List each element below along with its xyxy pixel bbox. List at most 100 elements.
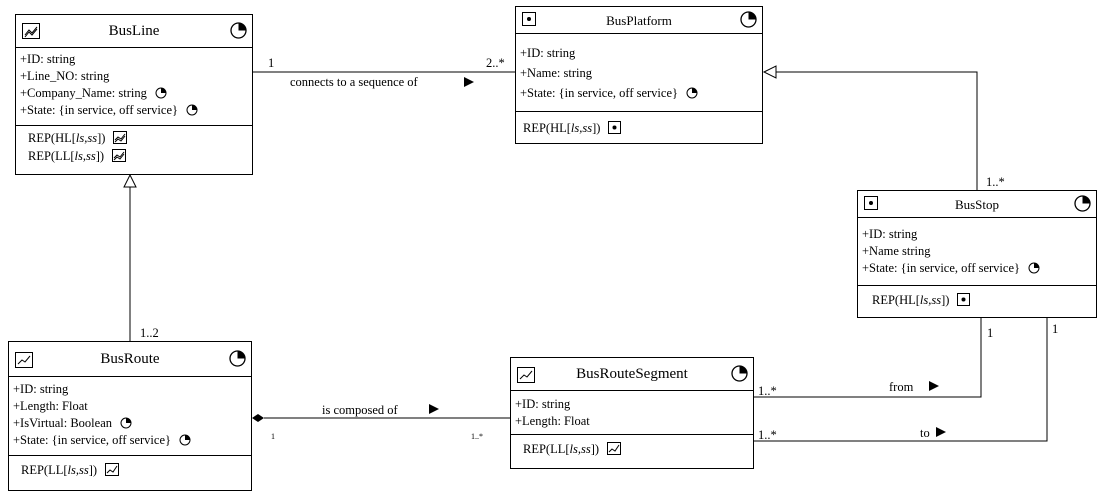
op-arg: ls,ss — [919, 293, 942, 307]
point-icon — [522, 12, 536, 26]
polyline-icon — [15, 352, 33, 368]
op-arg: ls,ss — [74, 149, 96, 163]
op-text: REP(LL[ — [21, 463, 68, 477]
op-arg: ls,ss — [569, 442, 591, 456]
op-text: REP(HL[ — [523, 121, 571, 135]
operations-section: REP(LL[ls,ss]) — [511, 435, 753, 458]
class-busplatform[interactable]: BusPlatform +ID: string +Name: string +S… — [515, 6, 763, 144]
time-icon — [686, 87, 698, 99]
operation: REP(LL[ls,ss]) — [13, 461, 251, 479]
attribute: +Line_NO: string — [20, 69, 110, 83]
attributes-section: +ID: string +Name: string +State: {in se… — [516, 34, 762, 112]
op-text: ]) — [97, 131, 106, 145]
polyline-icon — [607, 442, 622, 455]
time-icon — [120, 417, 132, 429]
multiplicity-label: 1..* — [758, 384, 777, 398]
class-busline[interactable]: BusLine +ID: string +Line_NO: string +Co… — [15, 14, 253, 175]
operation: REP(HL[ls,ss]) — [862, 291, 1096, 309]
time-icon — [230, 22, 247, 39]
direction-triangle — [929, 381, 939, 391]
association-from-line — [754, 317, 982, 398]
attribute-text: +IsVirtual: Boolean — [13, 416, 112, 430]
generalization-arrowhead — [123, 173, 137, 188]
polyline-icon — [517, 367, 535, 383]
attribute: +ID: string — [862, 227, 918, 241]
line-icon — [112, 149, 127, 162]
time-icon — [229, 350, 246, 367]
op-text: ]) — [95, 149, 105, 163]
op-text: ]) — [592, 121, 601, 135]
attribute: +State: {in service, off service} — [862, 260, 1096, 277]
direction-triangle — [429, 404, 439, 414]
attributes-section: +ID: string +Length: Float — [511, 391, 753, 435]
multiplicity-label: 1 — [271, 432, 275, 441]
op-text: REP(HL[ — [28, 131, 76, 145]
class-busstop[interactable]: BusStop +ID: string +Name string +State:… — [857, 190, 1097, 318]
class-name: BusLine — [108, 23, 160, 39]
attribute: +Company_Name: string — [20, 85, 252, 102]
op-arg: ls,ss — [67, 463, 89, 477]
op-text: ]) — [941, 293, 950, 307]
attribute: +ID: string — [520, 46, 576, 60]
class-busroute[interactable]: BusRoute +ID: string +Length: Float +IsV… — [8, 341, 252, 491]
class-name: BusPlatform — [606, 13, 672, 28]
multiplicity-label: 2..* — [486, 56, 505, 70]
op-text: ]) — [88, 463, 98, 477]
attributes-section: +ID: string +Name string +State: {in ser… — [858, 218, 1096, 286]
association-label: to — [920, 426, 930, 440]
attribute: +State: {in service, off service} — [520, 83, 762, 103]
attribute-text: +State: {in service, off service} — [862, 261, 1021, 275]
multiplicity-label: 1 — [268, 56, 275, 70]
op-text: REP(LL[ — [28, 149, 75, 163]
time-icon — [1074, 195, 1091, 212]
operation: REP(HL[ls,ss]) — [20, 129, 252, 147]
attribute-text: +State: {in service, off service} — [520, 86, 679, 100]
op-arg: ls,ss — [570, 121, 593, 135]
operations-section: REP(LL[ls,ss]) — [9, 456, 251, 479]
point-icon — [957, 293, 971, 306]
line-icon — [22, 23, 40, 39]
time-icon — [179, 434, 191, 446]
attribute-text: +Company_Name: string — [20, 86, 147, 100]
class-name: BusRouteSegment — [576, 366, 688, 382]
operation: REP(LL[ls,ss]) — [20, 147, 252, 165]
attribute: +Length: Float — [515, 414, 590, 428]
generalization-arrowhead — [762, 65, 777, 79]
op-arg: ls,ss — [75, 131, 98, 145]
time-icon — [731, 365, 748, 382]
time-icon — [740, 11, 757, 28]
attribute: +Length: Float — [13, 399, 88, 413]
multiplicity-label: 1..* — [758, 428, 777, 442]
attribute-text: +State: {in service, off service} — [20, 103, 179, 117]
association-label: from — [889, 380, 914, 394]
polyline-icon — [105, 463, 120, 476]
time-icon — [155, 87, 167, 99]
class-busroutesegment[interactable]: BusRouteSegment +ID: string +Length: Flo… — [510, 357, 754, 469]
attribute: +IsVirtual: Boolean — [13, 415, 251, 432]
operation: REP(LL[ls,ss]) — [515, 440, 753, 458]
attribute: +ID: string — [13, 382, 69, 396]
attribute: +ID: string — [20, 52, 76, 66]
attribute: +ID: string — [515, 397, 571, 411]
attributes-section: +ID: string +Line_NO: string +Company_Na… — [16, 48, 252, 126]
direction-triangle — [936, 427, 946, 437]
time-icon — [1028, 262, 1040, 274]
composition-diamond — [252, 414, 264, 422]
point-icon — [608, 121, 622, 134]
attribute: +Name: string — [520, 66, 592, 80]
op-text: REP(LL[ — [523, 442, 570, 456]
attribute-text: +State: {in service, off service} — [13, 433, 172, 447]
attribute: +State: {in service, off service} — [20, 102, 252, 119]
op-text: REP(HL[ — [872, 293, 920, 307]
attributes-section: +ID: string +Length: Float +IsVirtual: B… — [9, 377, 251, 456]
operation: REP(HL[ls,ss]) — [520, 119, 762, 137]
association-label: connects to a sequence of — [290, 75, 418, 89]
point-icon — [864, 196, 878, 210]
multiplicity-label: 1..* — [986, 175, 1005, 189]
attribute: +Name string — [862, 244, 931, 258]
direction-triangle — [464, 77, 474, 87]
multiplicity-label: 1 — [987, 326, 994, 340]
attribute: +State: {in service, off service} — [13, 432, 251, 449]
operations-section: REP(HL[ls,ss]) — [516, 112, 762, 137]
association-label: is composed of — [322, 403, 398, 417]
